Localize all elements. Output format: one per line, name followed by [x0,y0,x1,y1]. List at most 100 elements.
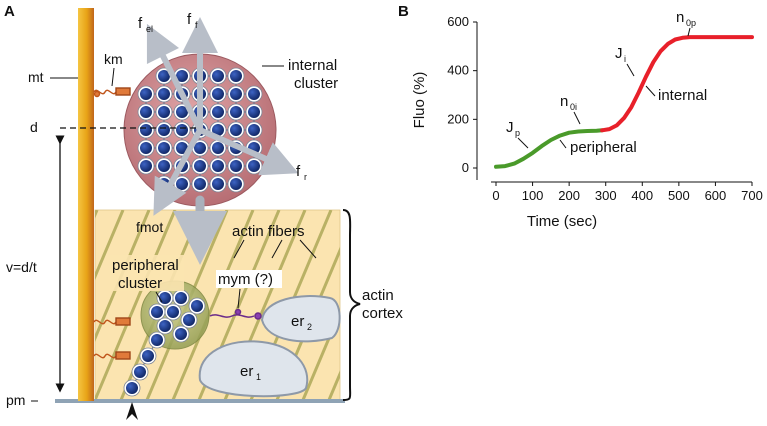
y-tick-label: 400 [447,63,469,78]
vesicle [209,67,227,85]
series-line-1 [494,128,605,169]
f-el-sub: el [146,24,153,34]
vesicle [227,175,245,193]
n0p-sub: 0p [686,18,696,28]
exocytosis-site-arrowhead [126,402,138,420]
vesicle [155,103,173,121]
vesicle [191,139,209,157]
vesicle [156,289,174,307]
vesicle [172,325,190,343]
er1-sub: 1 [256,372,261,382]
actin-fiber [407,210,487,400]
vesicle [123,379,141,397]
n0i-label: n [560,93,568,110]
actin-fiber [171,210,255,400]
vesicle [227,121,245,139]
er2-sub: 2 [307,322,312,332]
x-tick-label: 0 [492,188,499,203]
ji-leader [626,63,635,77]
internal-leader [645,85,656,97]
er2-label: er [291,313,304,330]
x-tick-label: 400 [631,188,653,203]
actin-fibers-label: actin fibers [232,223,305,240]
f-el-arrow [146,23,203,133]
actin-fiber [301,308,340,400]
vesicle [191,175,209,193]
vesicle [245,85,263,103]
f-f-sub: f [195,20,198,30]
mym-label-box: mym (?) [216,270,282,288]
series-line-2 [600,35,754,133]
vesicle [156,317,174,335]
peripheral-label: peripheral [570,139,637,156]
x-tick-label: 500 [668,188,690,203]
f-f-label: f [187,11,192,28]
vesicle [209,85,227,103]
internal-cluster-label-line2: cluster [294,75,338,92]
y-tick-label: 0 [462,160,469,175]
peripheral-cluster-vesicles [123,289,206,397]
er1-organelle: er 1 [198,340,309,398]
x-tick-label: 200 [558,188,580,203]
kinesin-motor [93,317,131,326]
x-axis-title: Time (sec) [527,213,597,230]
n0i-leader [573,111,581,125]
ji-label: J [615,45,623,62]
mym-label: mym (?) [218,271,273,288]
x-tick-label: 100 [522,188,544,203]
f-el-label: f [138,15,143,32]
panel-b-letter: B [398,3,409,20]
vesicle [245,103,263,121]
vesicle [155,121,173,139]
actin-cortex-label-line1: actin [362,287,394,304]
peripheral-cluster-leader [155,291,163,303]
actin-cortex-brace [342,209,361,401]
x-tick-label: 600 [705,188,727,203]
actin-cortex-label-line2: cortex [362,305,403,322]
y-axis-title: Fluo (%) [411,72,428,129]
peripheral-cluster-label-line1: peripheral [112,257,179,274]
peripheral-cluster-label-line2: cluster [118,275,162,292]
er2-organelle: er 2 [260,295,341,343]
vesicle [137,121,155,139]
vesicle [131,363,149,381]
pm-label: pm [6,392,25,408]
vesicle [209,175,227,193]
f-r-arrow [197,127,299,176]
myosin [209,308,262,320]
n0p-label: n [676,9,684,26]
v-label: v=d/t [6,259,37,275]
vesicle [209,157,227,175]
vesicle [137,103,155,121]
force-arrows [146,17,299,265]
vesicle [245,121,263,139]
actin-fiber [433,210,513,400]
vesicle [227,85,245,103]
vesicle [164,303,182,321]
kinesin-motor [93,351,131,360]
peripheral-cluster-label-box: peripheral cluster [110,255,184,292]
ji-sub: i [624,54,626,64]
actin-fiber [95,210,151,343]
vesicle [148,303,166,321]
actin-fiber [485,210,565,400]
panel-a-letter: A [4,3,15,20]
actin-fiber [459,210,539,400]
peripheral-leader [559,139,567,149]
kinesin-motor [93,87,131,98]
internal-label: internal [658,87,707,104]
actin-fibers-leader [233,239,245,259]
y-tick-label: 200 [447,111,469,126]
actin-fiber [0,210,45,400]
jp-sub: p [515,128,520,138]
vesicle [137,157,155,175]
f-mot-label: fmot [136,219,163,235]
chart-series [494,35,754,169]
er1-label: er [240,363,253,380]
vesicle [137,85,155,103]
actin-fiber [95,210,125,281]
km-label: km [104,51,123,67]
vesicle [155,139,173,157]
